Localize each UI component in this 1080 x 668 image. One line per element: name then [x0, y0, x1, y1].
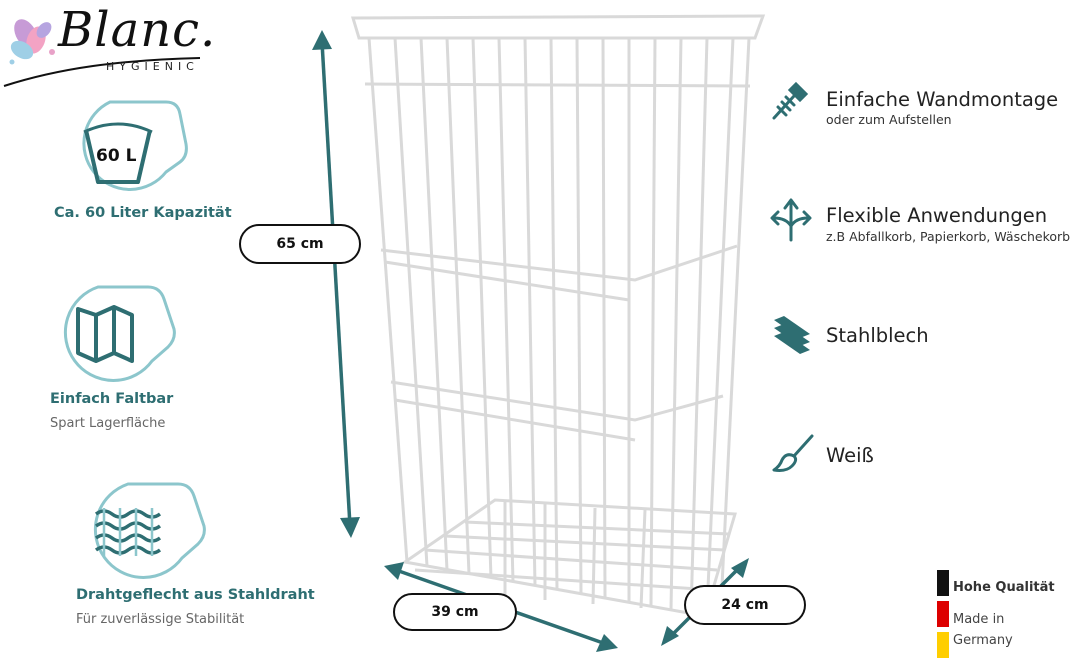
logo-wordmark: Blanc.	[58, 2, 217, 58]
split-arrows-icon	[770, 198, 812, 242]
logo: Blanc. HYGIENIC	[0, 0, 230, 95]
feature-subtitle-foldable: Spart Lagerfläche	[50, 416, 166, 431]
flag-stripe-red	[937, 601, 949, 627]
folding-map-icon	[63, 285, 176, 382]
wire-basket-image	[350, 14, 766, 618]
capacity-badge: 60 L	[96, 146, 137, 166]
feature-subtitle-wire-mesh: Für zuverlässige Stabilität	[76, 612, 245, 627]
feature-title-steel: Stahlblech	[826, 324, 929, 347]
depth-label: 24 cm	[684, 585, 806, 625]
feature-subtitle-wall-mount: oder zum Aufstellen	[826, 112, 952, 127]
logo-underline	[3, 57, 201, 87]
flag-stripe-black	[937, 570, 949, 596]
feature-title-color: Weiß	[826, 444, 874, 467]
screw-icon	[772, 81, 809, 120]
logo-tagline: HYGIENIC	[106, 60, 199, 73]
paintbrush-icon	[772, 434, 814, 472]
country-label: Germany	[953, 633, 1013, 648]
flag-stripe-gold	[937, 632, 949, 658]
feature-title-foldable: Einfach Faltbar	[50, 391, 174, 407]
logo-swirl-icon	[9, 19, 55, 65]
height-dimension-arrow	[312, 30, 360, 538]
feature-subtitle-applications: z.B Abfallkorb, Papierkorb, Wäschekorb	[826, 229, 1071, 244]
laundry-capacity-icon	[82, 100, 188, 191]
feature-title-applications: Flexible Anwendungen	[826, 204, 1048, 227]
feature-title-wall-mount: Einfache Wandmontage	[826, 88, 1059, 111]
quality-label: Hohe Qualität	[953, 580, 1055, 595]
height-label: 65 cm	[239, 224, 361, 264]
feature-title-capacity: Ca. 60 Liter Kapazität	[54, 205, 232, 221]
wire-mesh-icon	[93, 482, 206, 579]
steel-beam-icon	[774, 316, 810, 354]
made-in-label: Made in	[953, 612, 1005, 627]
feature-title-wire-mesh: Drahtgeflecht aus Stahldraht	[76, 587, 315, 603]
width-label: 39 cm	[393, 593, 517, 631]
